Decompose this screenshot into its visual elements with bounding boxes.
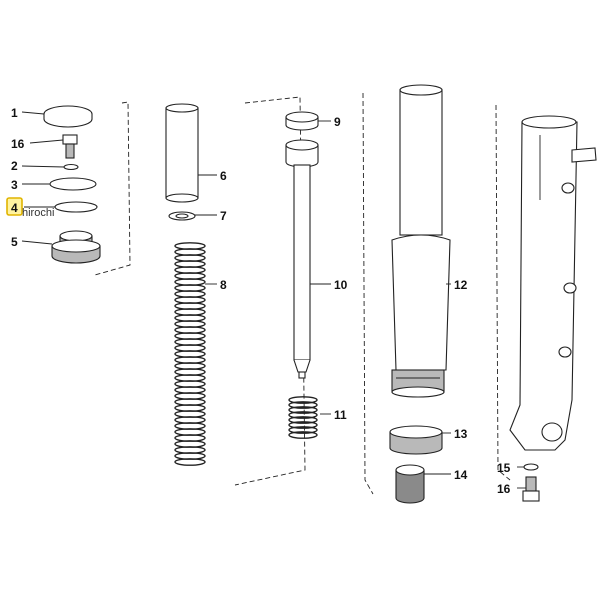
part-9-bush [285,111,319,131]
outer-fork-leg [509,115,597,451]
callout-4: 4 [11,201,18,215]
callout-6: 6 [220,169,227,183]
callout-8: 8 [220,278,227,292]
callout-5: 5 [11,235,18,249]
part-5-seal [51,230,101,264]
group-outline-4 [495,104,511,481]
spring-coil [288,431,318,439]
watermark-text: hirochi [22,207,54,219]
callout-16-upper: 16 [11,137,25,151]
part-15-washer [523,463,539,471]
callout-7: 7 [220,209,227,223]
callout-15: 15 [497,461,511,475]
group-outline-3 [362,92,374,495]
callout-13: 13 [454,427,468,441]
part-3-circlip [49,177,97,191]
callout-10: 10 [334,278,348,292]
spring-coil [288,411,318,419]
leader-lines [21,111,526,489]
callout-9: 9 [334,115,341,129]
spring-coil [288,426,318,434]
callout-12: 12 [454,278,468,292]
callout-3: 3 [11,178,18,192]
callout-11: 11 [334,408,347,422]
spring-coil [288,421,318,429]
callout-2: 2 [11,159,18,173]
spring-coil [288,416,318,424]
part-13-bush [389,425,443,455]
part-8-spring [174,242,206,466]
part-16-bolt [62,134,78,159]
spring-coil [288,401,318,409]
group-outline-1 [94,101,131,276]
part-12-slider-tube [391,84,451,398]
callout-14: 14 [454,468,468,482]
part-1-cap [43,105,93,128]
callout-16-lower: 16 [497,482,511,496]
part-4-o-ring [54,201,98,213]
part-6-tube [165,103,199,203]
spring-coil [174,458,206,466]
part-16-bolt-lower [522,476,540,502]
highlight-box [6,197,23,216]
callout-1: 1 [11,106,18,120]
spring-coil [288,406,318,414]
spring-coil [288,396,318,404]
part-14-damper [395,464,425,504]
part-2-washer [63,163,79,171]
part-10-damper-rod [285,139,319,379]
part-11-spring [288,396,318,439]
part-7-washer [168,211,196,221]
